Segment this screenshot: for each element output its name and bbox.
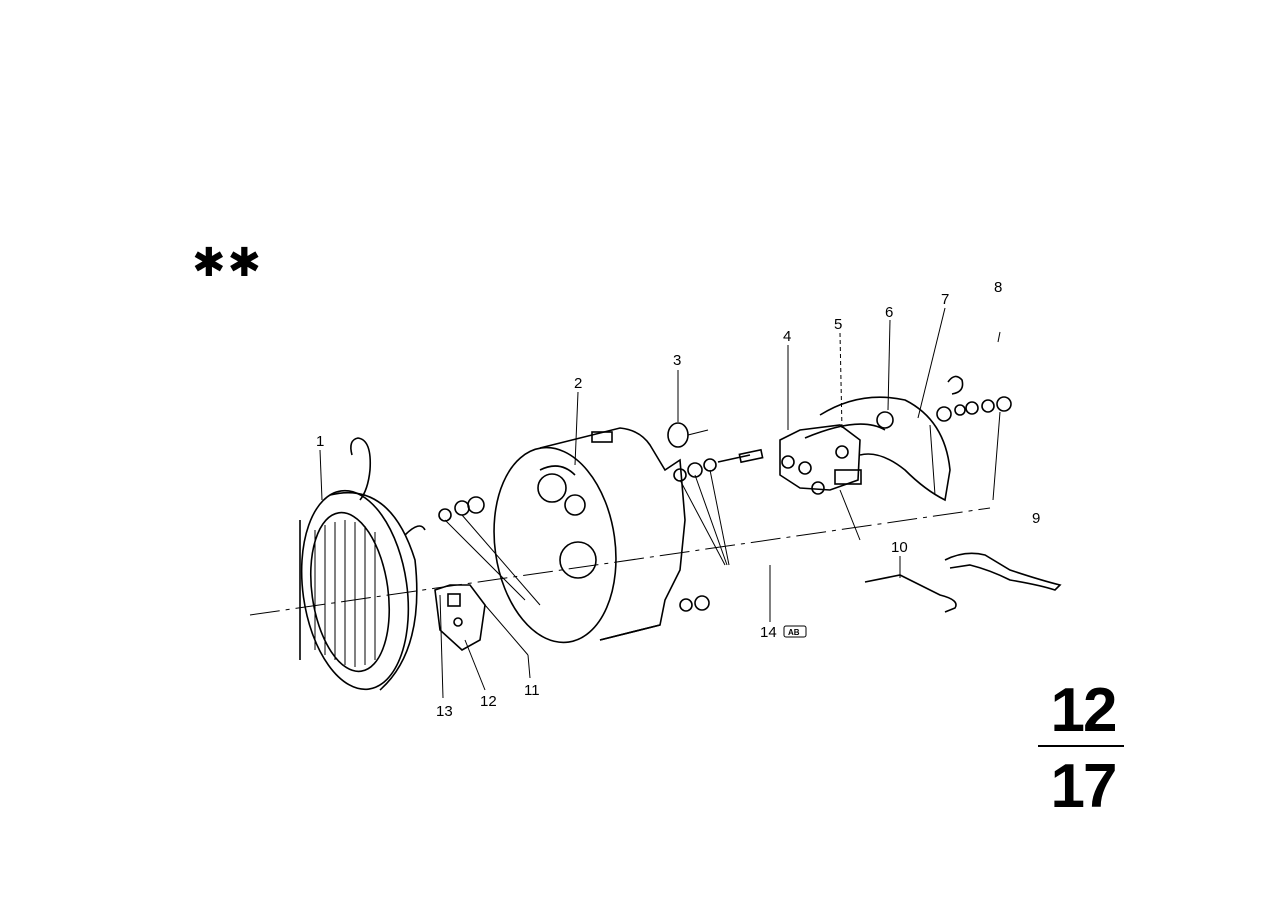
callout-5: 5 bbox=[834, 316, 842, 333]
wire-part-9[interactable] bbox=[944, 552, 1062, 591]
washers-right[interactable] bbox=[936, 375, 1012, 501]
washers-middle[interactable] bbox=[673, 448, 764, 566]
washers-left[interactable] bbox=[438, 496, 541, 606]
regulator-part[interactable] bbox=[434, 584, 529, 656]
callout-11: 11 bbox=[524, 682, 540, 699]
center-axis-line bbox=[249, 507, 991, 616]
callout-10: 10 bbox=[891, 539, 908, 556]
callout-labels: 1 2 3 4 5 6 7 8 9 10 11 12 13 14 AB bbox=[316, 279, 1040, 720]
callout-6: 6 bbox=[885, 304, 893, 321]
callout-8: 8 bbox=[994, 279, 1002, 296]
callout-14: 14 bbox=[760, 624, 777, 641]
callout-7: 7 bbox=[941, 291, 949, 308]
callout-13: 13 bbox=[436, 703, 453, 720]
callout-1: 1 bbox=[316, 433, 324, 450]
asterisk-markers: ✱✱ bbox=[192, 240, 264, 286]
group-number-bottom: 17 bbox=[1050, 752, 1118, 821]
end-plate-part[interactable] bbox=[819, 396, 951, 502]
wire-part-10[interactable] bbox=[864, 574, 957, 613]
cap-part[interactable] bbox=[667, 422, 709, 448]
rectifier-part[interactable] bbox=[779, 423, 886, 541]
rear-housing-part[interactable] bbox=[482, 427, 686, 650]
callout-14-tag-box bbox=[783, 625, 807, 638]
callout-9: 9 bbox=[1032, 510, 1040, 527]
leader-lines bbox=[319, 307, 1001, 699]
stator-part[interactable] bbox=[290, 437, 426, 696]
callout-14-tag: AB bbox=[788, 628, 800, 637]
nut-bottom[interactable] bbox=[679, 595, 710, 612]
group-number-top: 12 bbox=[1050, 676, 1118, 745]
callout-3: 3 bbox=[673, 352, 681, 369]
fraction-divider bbox=[1038, 745, 1124, 747]
callout-12: 12 bbox=[480, 693, 497, 710]
callout-4: 4 bbox=[783, 328, 791, 345]
callout-2: 2 bbox=[574, 375, 582, 392]
